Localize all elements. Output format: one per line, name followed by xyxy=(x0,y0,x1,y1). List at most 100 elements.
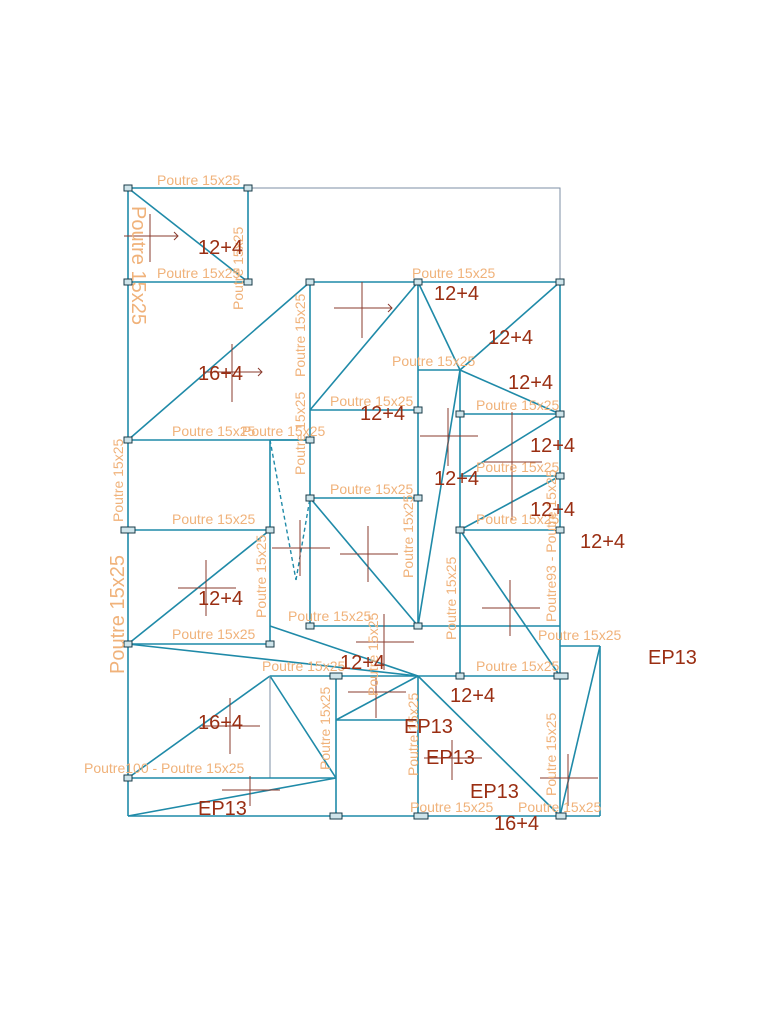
beam-labels: Poutre 15x25 Poutre 15x25 Poutre 15x25 P… xyxy=(84,172,621,815)
span-arrow xyxy=(424,740,482,780)
slab-label: EP13 xyxy=(426,747,475,769)
beam-line xyxy=(459,281,561,371)
beam-label: Poutre 15x25 xyxy=(292,392,308,475)
span-arrow xyxy=(202,698,260,754)
slab-label: EP13 xyxy=(198,798,247,820)
support-node xyxy=(123,184,133,192)
support-node xyxy=(123,278,133,286)
support-node xyxy=(329,812,343,820)
slab-label: 16+4 xyxy=(198,363,243,385)
span-arrow xyxy=(420,408,478,466)
span-arrow xyxy=(178,560,236,616)
beam-line xyxy=(309,281,419,411)
beam-label: Poutre 15x25 xyxy=(172,626,255,642)
span-arrow xyxy=(540,754,598,806)
beam-label: Poutre 15x25 xyxy=(476,397,559,413)
support-node xyxy=(265,640,275,648)
span-arrow xyxy=(482,580,540,636)
support-node xyxy=(553,672,569,680)
support-node xyxy=(555,526,565,534)
slab-label: EP13 xyxy=(470,781,519,803)
span-arrow xyxy=(334,282,393,338)
beam-label: Poutre 15x25 xyxy=(157,265,240,281)
support-node xyxy=(413,278,423,286)
span-direction-arrows xyxy=(124,214,598,806)
span-arrow xyxy=(348,678,406,718)
beam-line xyxy=(417,281,461,371)
slab-labels: 12+4 12+4 12+4 12+4 12+4 12+4 12+4 12+4 … xyxy=(198,237,697,835)
support-node xyxy=(455,526,465,534)
support-node xyxy=(123,436,133,444)
beam-line xyxy=(335,675,419,721)
beam-label: Poutre 15x25 xyxy=(262,658,345,674)
support-node xyxy=(413,406,423,414)
beam-line xyxy=(127,643,419,677)
outer-boundary-beam xyxy=(128,187,561,282)
beam-label: Poutre 15x25 xyxy=(242,423,325,439)
support-node xyxy=(120,526,136,534)
beam-line xyxy=(127,187,249,283)
support-node xyxy=(555,472,565,480)
beam-label: Poutre100 - Poutre 15x25 xyxy=(84,760,245,776)
beam-label: Poutre 15x25 xyxy=(253,535,269,618)
slab-label: 12+4 xyxy=(488,327,533,349)
slab-label: 12+4 xyxy=(530,435,575,457)
slab-label: EP13 xyxy=(648,647,697,669)
beam-label: Poutre 15x25 xyxy=(443,557,459,640)
beam-label: Poutre 15x25 xyxy=(292,294,308,377)
support-node xyxy=(555,410,565,418)
beam-line xyxy=(459,369,561,415)
support-node xyxy=(455,410,465,418)
slab-label: 12+4 xyxy=(198,237,243,259)
beam-label: Poutre 15x25 xyxy=(476,459,559,475)
support-node xyxy=(243,184,253,192)
support-node xyxy=(305,278,315,286)
slab-label: 12+4 xyxy=(434,283,479,305)
beam-label: Poutre 15x25 xyxy=(538,627,621,643)
beam-label: Poutre 15x25 xyxy=(172,511,255,527)
beam-label: Poutre 15x25 xyxy=(107,555,129,674)
beam-line xyxy=(127,529,271,645)
beam-line xyxy=(459,475,561,531)
slab-label: 12+4 xyxy=(434,468,479,490)
slab-label: 12+4 xyxy=(450,685,495,707)
beam-label: Poutre 15x25 xyxy=(230,227,246,310)
beam-label: Poutre 15x25 xyxy=(365,613,381,696)
span-arrow xyxy=(204,344,263,402)
support-node xyxy=(265,526,275,534)
slab-label: 12+4 xyxy=(580,531,625,553)
support-node xyxy=(413,494,423,502)
support-node xyxy=(455,672,465,680)
beam-line xyxy=(127,777,337,817)
slab-label: 12+4 xyxy=(530,499,575,521)
beam-label: Poutre 15x25 xyxy=(157,172,240,188)
support-node xyxy=(243,278,253,286)
support-node xyxy=(555,278,565,286)
beam-label: Poutre 15x25 xyxy=(412,265,495,281)
beam-label: Poutre 15x25 xyxy=(392,353,475,369)
beam-line xyxy=(417,675,561,817)
beam-label: Poutre 15x25 xyxy=(476,511,559,527)
support-node xyxy=(123,774,133,782)
beam-label: Poutre 15x25 xyxy=(405,693,421,776)
beam-line xyxy=(269,625,419,677)
beam-line xyxy=(127,675,271,779)
span-arrow xyxy=(356,614,414,670)
span-arrow xyxy=(222,776,280,806)
slab-label: 12+4 xyxy=(360,403,405,425)
slab-label: 12+4 xyxy=(198,588,243,610)
support-node xyxy=(123,640,133,648)
slab-label: 16+4 xyxy=(198,712,243,734)
slab-label: EP13 xyxy=(404,716,453,738)
beam-line xyxy=(269,675,337,779)
support-node xyxy=(329,672,343,680)
beam-line xyxy=(417,369,461,627)
beam-label: Poutre 15x25 xyxy=(410,799,493,815)
beam-line xyxy=(295,497,311,581)
span-arrow xyxy=(272,520,330,576)
support-node xyxy=(305,622,315,630)
beam-line xyxy=(127,281,311,441)
beam-label: Poutre93 - Poutre 15x25 xyxy=(543,469,559,622)
beam-label: Poutre 15x25 xyxy=(543,713,559,796)
